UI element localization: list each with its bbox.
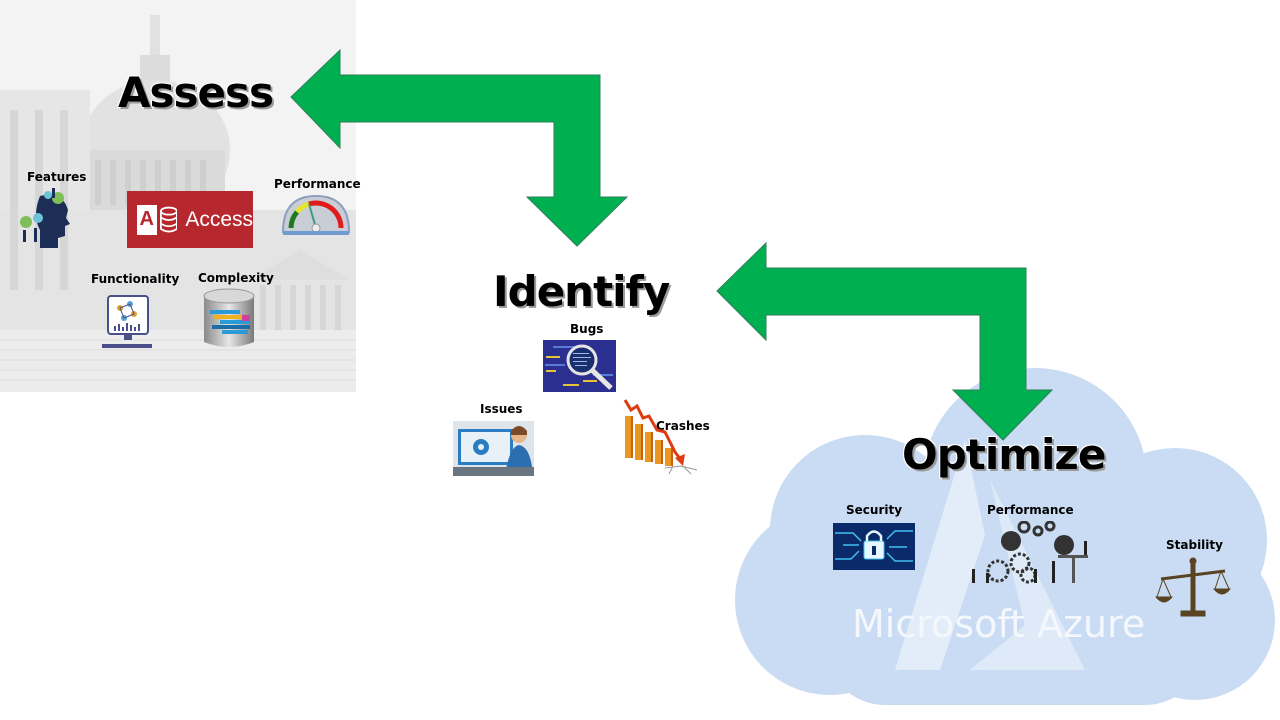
- gears-team-icon: [968, 520, 1092, 590]
- capitol-background-image: [0, 0, 356, 392]
- access-label: Access: [185, 207, 253, 231]
- assess-item-label: Features: [27, 170, 87, 184]
- optimize-item-label: Security: [846, 503, 903, 517]
- magnifier-code-icon: [543, 340, 616, 397]
- identify-item-label: Bugs: [570, 322, 604, 336]
- monitor-network-icon: [100, 294, 154, 355]
- support-engineer-icon: [453, 421, 534, 481]
- identify-item-label: Issues: [480, 402, 523, 416]
- access-logo-icon: A: [137, 204, 157, 235]
- azure-platform-label: Microsoft Azure: [852, 602, 1146, 646]
- stage-title-identify: Identify: [493, 267, 670, 316]
- assess-item-label: Complexity: [198, 271, 274, 285]
- stage-title-assess: Assess: [118, 68, 274, 117]
- falling-chart-icon: [621, 396, 705, 481]
- database-icon: [202, 288, 256, 355]
- arrow-assess-identify: [290, 48, 629, 247]
- stage-title-optimize: Optimize: [902, 430, 1106, 479]
- optimize-item-label: Stability: [1166, 538, 1223, 552]
- assess-item-label: Functionality: [91, 272, 180, 286]
- padlock-circuit-icon: [833, 523, 915, 575]
- assess-item-label: Performance: [274, 177, 361, 191]
- identify-item-label: Crashes: [656, 419, 710, 433]
- optimize-item-label: Performance: [987, 503, 1074, 517]
- balance-scale-icon: [1154, 557, 1232, 624]
- access-database-icon: [159, 206, 178, 232]
- gauge-icon: [281, 192, 351, 241]
- arrow-identify-optimize: [716, 241, 1054, 441]
- access-product-tile: A Access: [127, 191, 253, 248]
- head-gears-icon: [18, 186, 72, 253]
